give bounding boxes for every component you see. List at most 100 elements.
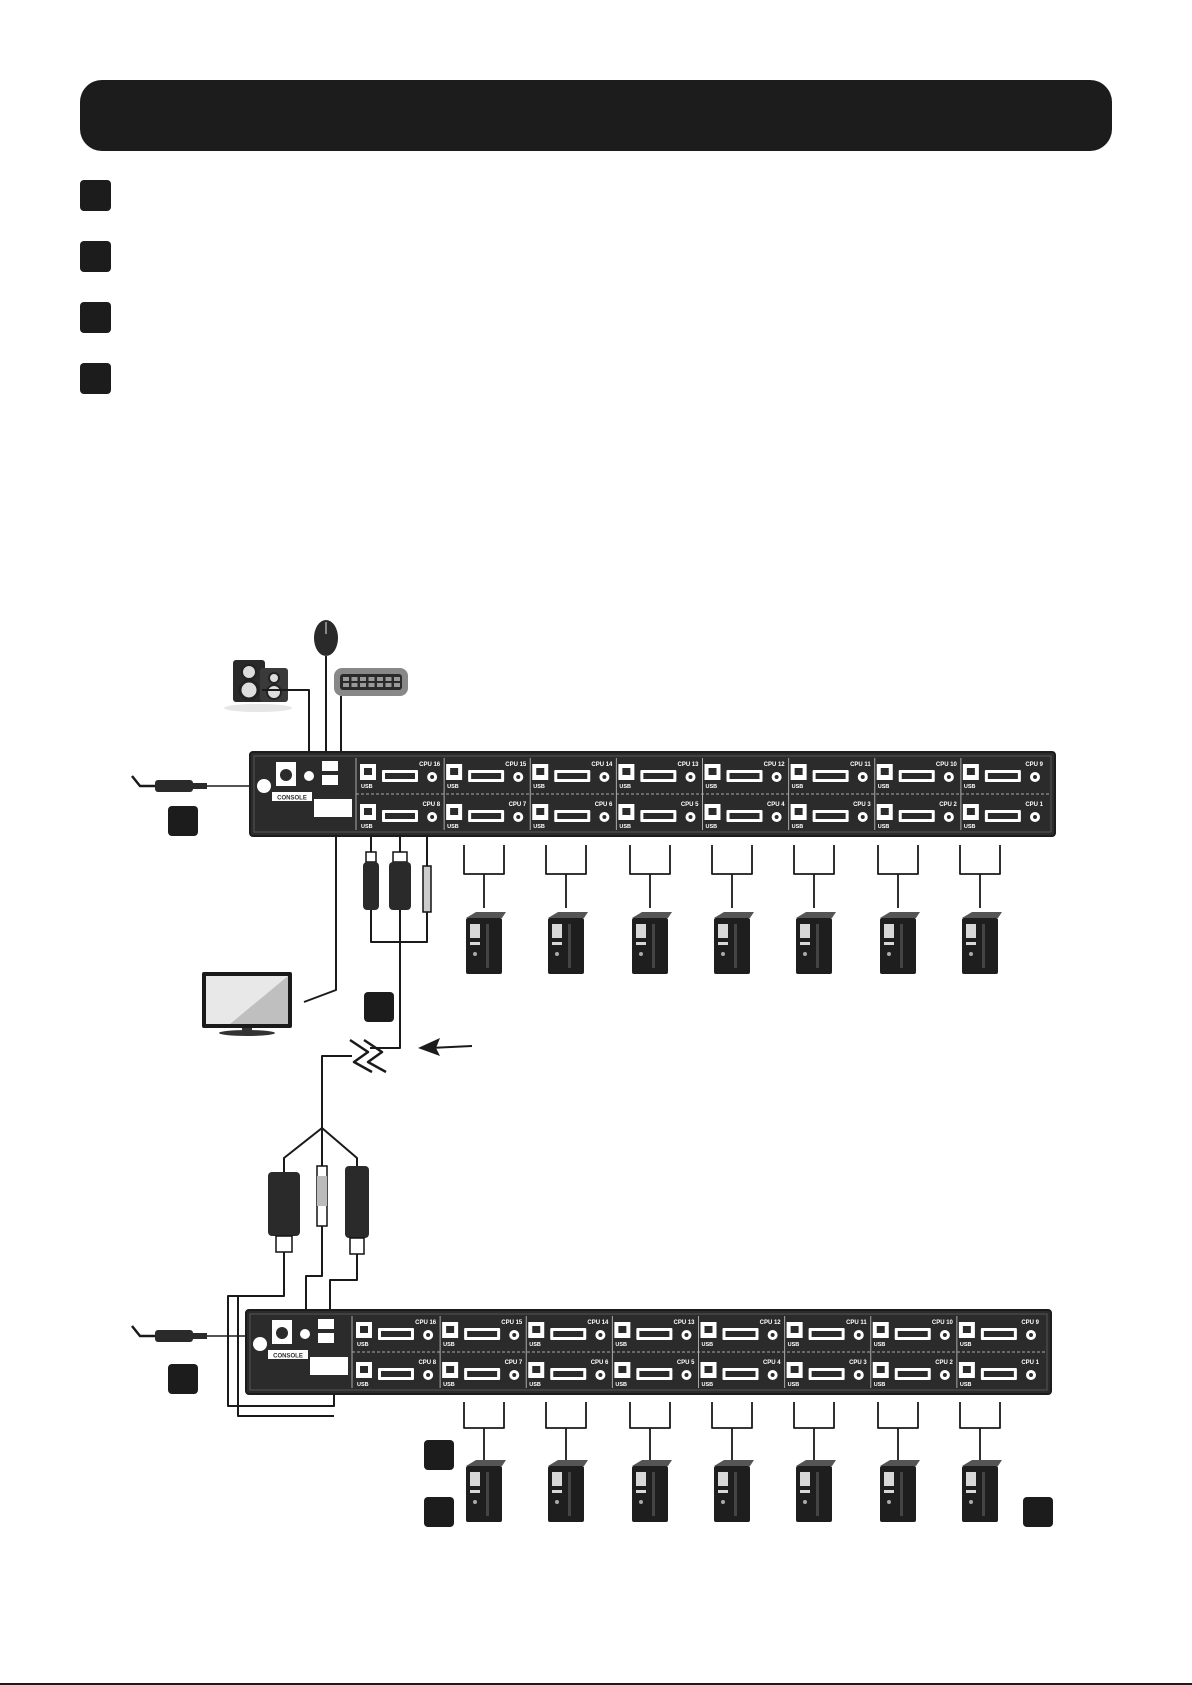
dp-plug-tip [392, 851, 408, 863]
cable-break-symbol [363, 1038, 387, 1074]
diagram-step-marker-6 [1023, 1497, 1053, 1527]
computer-tower-icon [632, 912, 672, 974]
cpu-cable-bracket-bottom [793, 1402, 835, 1429]
cpu-displayport-inner [557, 773, 588, 779]
cpu-usb-port-inner [360, 1326, 368, 1333]
cpu-audio-port-inner [860, 815, 865, 819]
cpu-audio-port-inner [516, 775, 521, 779]
cpu-displayport-inner [385, 773, 415, 779]
cpu-usb-port-inner [450, 768, 459, 775]
usb-cable-to-bottom-switch [329, 1254, 358, 1322]
cpu-audio-port-inner [426, 1373, 431, 1377]
cpu-cable-bracket-bottom [463, 1402, 505, 1429]
power-adapter-icon [131, 775, 256, 792]
cpu-port-label: CPU 14 [591, 762, 613, 768]
cpu-port-label: CPU 6 [591, 1360, 609, 1366]
cpu-port-label: CPU 2 [939, 802, 957, 808]
console-displayport [314, 799, 352, 817]
chain-split-dp [283, 1127, 323, 1172]
cpu-port-label: CPU 16 [415, 1320, 437, 1326]
cpu-usb-label: USB [619, 824, 631, 830]
step-marker-4 [80, 363, 111, 394]
cpu-displayport-inner [901, 773, 932, 779]
chain-bundle-lower [321, 1055, 352, 1128]
cpu-usb-label: USB [706, 824, 718, 830]
cpu-usb-label: USB [619, 784, 631, 790]
cpu-audio-port-inner [946, 775, 951, 779]
cpu-usb-label: USB [960, 1382, 972, 1388]
computer-tower-icon [962, 1460, 1002, 1522]
cpu-usb-port-inner [622, 808, 631, 815]
cpu-displayport-inner [467, 1331, 498, 1337]
cpu-port-label: CPU 11 [846, 1320, 867, 1326]
cpu-audio-port-inner [942, 1373, 947, 1377]
speaker-cable [262, 689, 310, 762]
cpu-displayport-inner [639, 1371, 670, 1377]
cpu-port-label: CPU 13 [677, 762, 699, 768]
computer-tower-icon [714, 912, 754, 974]
cpu-usb-label: USB [792, 784, 804, 790]
cpu-usb-label: USB [443, 1382, 455, 1388]
cpu-usb-port-inner [962, 1326, 971, 1333]
cpu-port-label: CPU 8 [422, 802, 440, 808]
cpu-audio-port-inner [516, 815, 521, 819]
chain-bundle-main [370, 910, 401, 1049]
cpu-usb-port-inner [880, 768, 889, 775]
cpu-port-label: CPU 12 [764, 762, 786, 768]
cpu-cable-bracket-top [545, 845, 587, 875]
cpu-port-label: CPU 6 [595, 802, 613, 808]
cpu-usb-label: USB [533, 784, 545, 790]
cpu-usb-port-inner [532, 1326, 541, 1333]
computer-tower-icon [880, 912, 920, 974]
cpu-audio-port-inner [602, 815, 607, 819]
cpu-usb-port-inner [876, 1366, 885, 1373]
console-usb-port-1 [318, 1319, 334, 1329]
cpu-usb-port-inner [360, 1366, 368, 1373]
arrow-left-icon [418, 1038, 473, 1056]
cpu-displayport-inner [987, 773, 1018, 779]
computer-tower-icon [466, 1460, 506, 1522]
cpu-audio-port-inner [684, 1333, 689, 1337]
cpu-usb-label: USB [615, 1342, 627, 1348]
cpu-usb-port-inner [618, 1366, 627, 1373]
ground-terminal [257, 779, 271, 793]
monitor-cable [303, 836, 337, 1003]
step-marker-2 [80, 241, 111, 272]
audio-plug-band [317, 1176, 327, 1206]
cpu-port-label: CPU 3 [849, 1360, 867, 1366]
cpu-port-label: CPU 4 [763, 1360, 781, 1366]
diagram-step-marker-3 [364, 992, 394, 1022]
cpu-displayport-inner [381, 1371, 411, 1377]
cpu-displayport-inner [725, 1331, 756, 1337]
computer-tower-icon [880, 1460, 920, 1522]
cpu-port-label: CPU 7 [509, 802, 527, 808]
diagram-step-marker-5 [424, 1497, 454, 1527]
cpu-displayport-inner [725, 1371, 756, 1377]
switch-panel-border [253, 755, 1052, 833]
cpu-audio-port-inner [602, 775, 607, 779]
cpu-audio-port-inner [946, 815, 951, 819]
cpu-usb-label: USB [529, 1342, 541, 1348]
cpu-usb-port-inner [536, 808, 545, 815]
cpu-usb-label: USB [702, 1382, 714, 1388]
console-label-plate [268, 1350, 308, 1359]
cpu-cable-bracket-bottom [629, 1402, 671, 1429]
cpu-audio-port-inner [430, 815, 435, 819]
page-footer-rule [0, 1683, 1192, 1685]
section-header-banner [80, 80, 1112, 151]
dp-plug-tip [275, 1235, 293, 1253]
cpu-audio-port-inner [1033, 775, 1037, 779]
cpu-port-label: CPU 15 [501, 1320, 523, 1326]
displayport-cable-icon [389, 862, 411, 910]
cpu-usb-port-inner [450, 808, 459, 815]
switch-panel-border [249, 1313, 1048, 1391]
cpu-cable-bracket-top [463, 845, 505, 875]
console-displayport [310, 1357, 348, 1375]
cpu-usb-label: USB [443, 1342, 455, 1348]
mouse-icon [314, 620, 338, 656]
cpu-audio-port-inner [512, 1333, 517, 1337]
monitor-icon [202, 972, 292, 1036]
